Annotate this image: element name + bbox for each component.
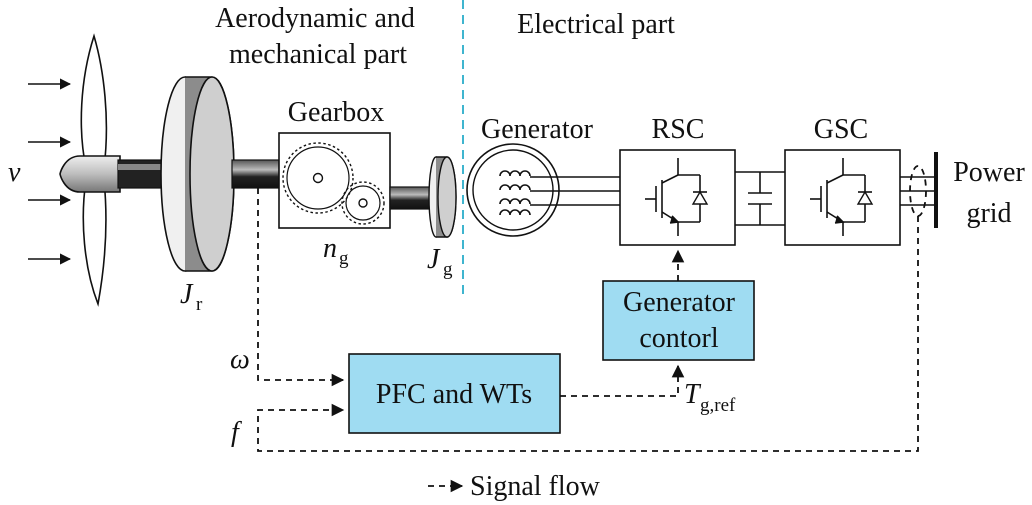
gear-icon xyxy=(282,142,385,225)
rsc-label: RSC xyxy=(652,114,705,145)
pfc-block-label: PFC and WTs xyxy=(376,379,532,410)
gsc-grid-wires xyxy=(900,176,935,206)
mech-part-title-line2: mechanical part xyxy=(229,39,407,70)
power-grid-label-line1: Power xyxy=(953,157,1025,188)
torque-ref-subscript: g,ref xyxy=(700,395,736,416)
generator-control-line2: contorl xyxy=(639,323,719,354)
gear-ratio-subscript: g xyxy=(339,248,349,269)
rotor-inertia-label: J xyxy=(180,279,194,310)
gearbox-label: Gearbox xyxy=(288,97,384,128)
high-speed-shaft xyxy=(389,186,434,210)
mech-part-title-line1: Aerodynamic and xyxy=(215,3,415,34)
elec-part-title: Electrical part xyxy=(517,9,675,40)
gsc-igbt-icon xyxy=(810,158,874,236)
pfc-block xyxy=(348,353,561,434)
legend-signal-flow-label: Signal flow xyxy=(470,471,601,502)
generator-coil-icon xyxy=(466,143,560,237)
omega-signal xyxy=(257,188,345,387)
generator-control-line1: Generator xyxy=(623,287,736,318)
gear-ratio-label: n xyxy=(323,233,337,264)
torque-ref-signal xyxy=(560,364,685,397)
turbine-blades-icon xyxy=(80,33,108,307)
generator-label: Generator xyxy=(481,114,594,145)
rotor-inertia-subscript: r xyxy=(196,294,203,315)
generator-disc-icon xyxy=(428,156,457,238)
frequency-label: f xyxy=(231,417,242,448)
rotor-disc-icon xyxy=(160,76,235,272)
wind-speed-label: v xyxy=(8,157,21,188)
wind-arrows xyxy=(28,78,72,265)
gearbox-box xyxy=(278,132,391,229)
torque-ref-label: T xyxy=(684,379,702,410)
gen-inertia-label: J xyxy=(427,244,441,275)
power-grid-label-line2: grid xyxy=(966,198,1011,229)
omega-label: ω xyxy=(230,344,250,375)
generator-rsc-wires xyxy=(530,176,620,206)
rsc-igbt-icon xyxy=(645,158,709,236)
rotor-gearbox-shaft xyxy=(231,159,280,189)
dc-link-capacitor-icon xyxy=(735,171,785,226)
generator-control-block xyxy=(602,280,755,361)
hub-icon xyxy=(59,155,121,193)
gen-inertia-subscript: g xyxy=(443,259,453,280)
frequency-signal xyxy=(257,216,919,452)
gsc-label: GSC xyxy=(814,114,868,145)
